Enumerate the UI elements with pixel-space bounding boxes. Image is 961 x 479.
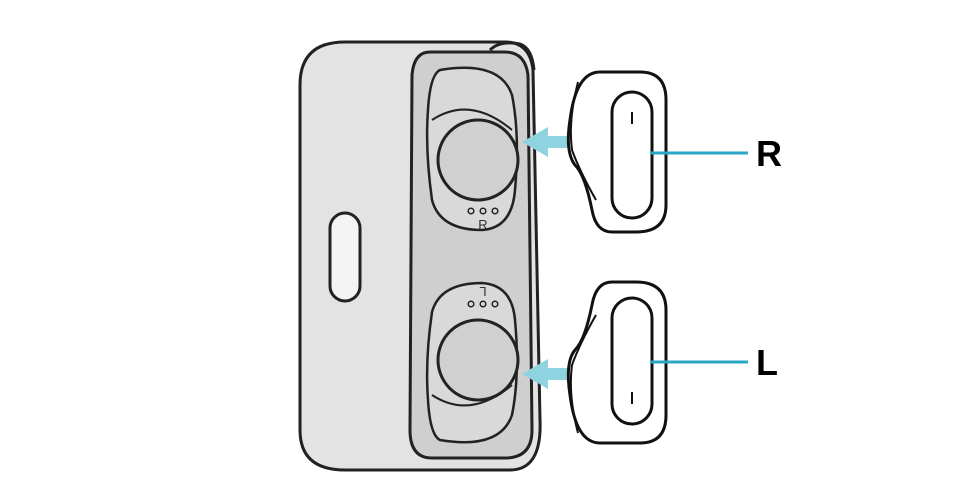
charging-contact-dot — [491, 300, 499, 308]
left-earbud-touch-panel — [610, 296, 654, 426]
right-slot-mark: R — [478, 217, 487, 232]
left-slot-bud-tip — [436, 318, 520, 402]
right-earbud-inner-edge — [569, 81, 597, 201]
left-earbud — [566, 280, 668, 445]
case-lid-edge — [488, 41, 536, 71]
right-earbud-touch-panel — [610, 90, 654, 220]
left-earbud-inner-edge — [569, 314, 597, 434]
right-callout-label: R — [756, 133, 782, 174]
right-slot-bud-tip — [436, 118, 520, 202]
charging-contact-dot — [479, 300, 487, 308]
right-earbud — [566, 70, 668, 234]
right-earbud-slot: R — [425, 66, 520, 232]
left-slot-mark: L — [479, 284, 486, 299]
left-earbud-slot: L — [425, 281, 520, 444]
charging-contact-dot — [479, 207, 487, 215]
left-callout-label: L — [756, 342, 778, 383]
case-indicator-window — [328, 211, 362, 303]
right-slot-inner-line — [431, 108, 513, 131]
charging-contact-dot — [491, 207, 499, 215]
charging-contact-dot — [467, 207, 475, 215]
charging-contact-dot — [467, 300, 475, 308]
